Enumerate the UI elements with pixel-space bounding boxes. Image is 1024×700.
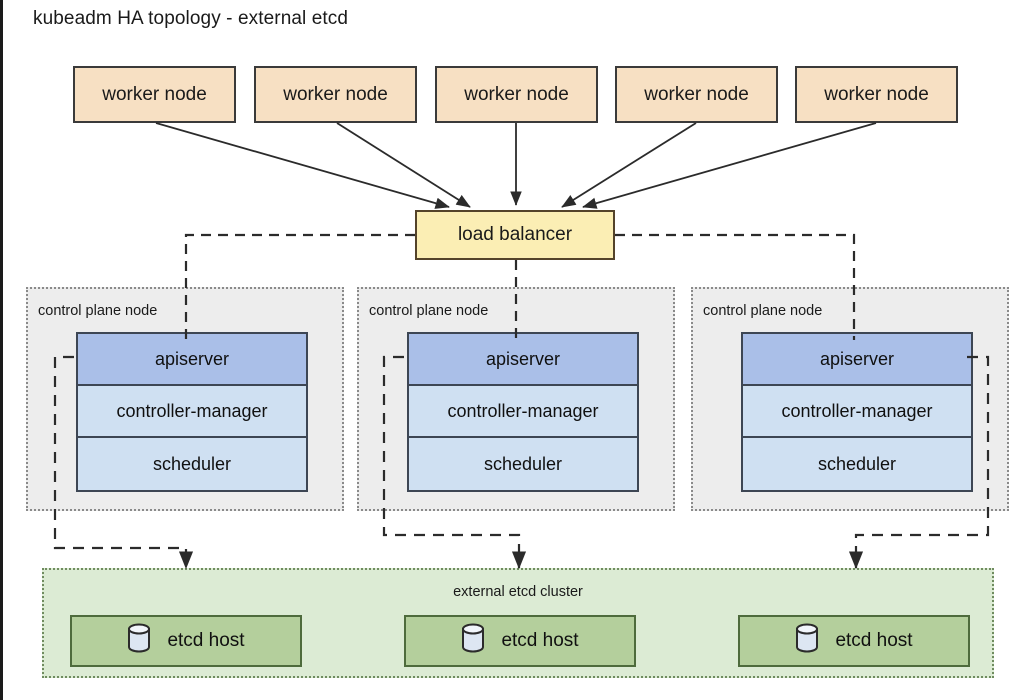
load-balancer-node[interactable]: load balancer bbox=[415, 210, 615, 260]
etcd-host-1[interactable]: etcd host bbox=[70, 615, 302, 667]
external-etcd-cluster-group[interactable]: external etcd cluster etcd host etcd hos… bbox=[42, 568, 994, 678]
control-plane-node-1[interactable]: control plane node apiserver controller-… bbox=[26, 287, 344, 511]
etcd-host-2[interactable]: etcd host bbox=[404, 615, 636, 667]
database-cylinder-icon bbox=[461, 623, 485, 659]
control-plane-component-stack-2: apiserver controller-manager scheduler bbox=[407, 332, 639, 492]
component-controller-manager[interactable]: controller-manager bbox=[743, 386, 971, 438]
component-scheduler[interactable]: scheduler bbox=[743, 438, 971, 490]
etcd-host-label: etcd host bbox=[167, 630, 245, 651]
edge-worker4-to-lb bbox=[561, 122, 697, 208]
component-scheduler[interactable]: scheduler bbox=[409, 438, 637, 490]
worker-node-3[interactable]: worker node bbox=[435, 66, 598, 123]
worker-node-5[interactable]: worker node bbox=[795, 66, 958, 123]
worker-node-label: worker node bbox=[824, 83, 929, 105]
component-controller-manager[interactable]: controller-manager bbox=[409, 386, 637, 438]
component-apiserver[interactable]: apiserver bbox=[409, 334, 637, 386]
etcd-host-3[interactable]: etcd host bbox=[738, 615, 970, 667]
etcd-host-label: etcd host bbox=[501, 630, 579, 651]
control-plane-group-label: control plane node bbox=[703, 303, 823, 319]
control-plane-node-2[interactable]: control plane node apiserver controller-… bbox=[357, 287, 675, 511]
database-cylinder-icon bbox=[127, 623, 151, 659]
component-apiserver[interactable]: apiserver bbox=[78, 334, 306, 386]
worker-node-4[interactable]: worker node bbox=[615, 66, 778, 123]
database-cylinder-icon bbox=[795, 623, 819, 659]
worker-node-1[interactable]: worker node bbox=[73, 66, 236, 123]
left-edge-rule bbox=[0, 0, 3, 700]
worker-node-2[interactable]: worker node bbox=[254, 66, 417, 123]
control-plane-node-3[interactable]: control plane node apiserver controller-… bbox=[691, 287, 1009, 511]
control-plane-component-stack-1: apiserver controller-manager scheduler bbox=[76, 332, 308, 492]
edge-worker2-to-lb bbox=[336, 122, 471, 208]
edge-worker1-to-lb bbox=[155, 122, 450, 209]
edge-worker5-to-lb bbox=[582, 122, 877, 209]
control-plane-component-stack-3: apiserver controller-manager scheduler bbox=[741, 332, 973, 492]
worker-node-label: worker node bbox=[102, 83, 207, 105]
component-scheduler[interactable]: scheduler bbox=[78, 438, 306, 490]
etcd-cluster-label: external etcd cluster bbox=[453, 584, 583, 600]
page-title: kubeadm HA topology - external etcd bbox=[33, 8, 349, 29]
worker-node-label: worker node bbox=[464, 83, 569, 105]
worker-node-label: worker node bbox=[644, 83, 749, 105]
etcd-host-label: etcd host bbox=[835, 630, 913, 651]
load-balancer-label: load balancer bbox=[457, 224, 573, 245]
control-plane-group-label: control plane node bbox=[369, 303, 489, 319]
control-plane-group-label: control plane node bbox=[38, 303, 158, 319]
component-controller-manager[interactable]: controller-manager bbox=[78, 386, 306, 438]
worker-node-label: worker node bbox=[283, 83, 388, 105]
component-apiserver[interactable]: apiserver bbox=[743, 334, 971, 386]
